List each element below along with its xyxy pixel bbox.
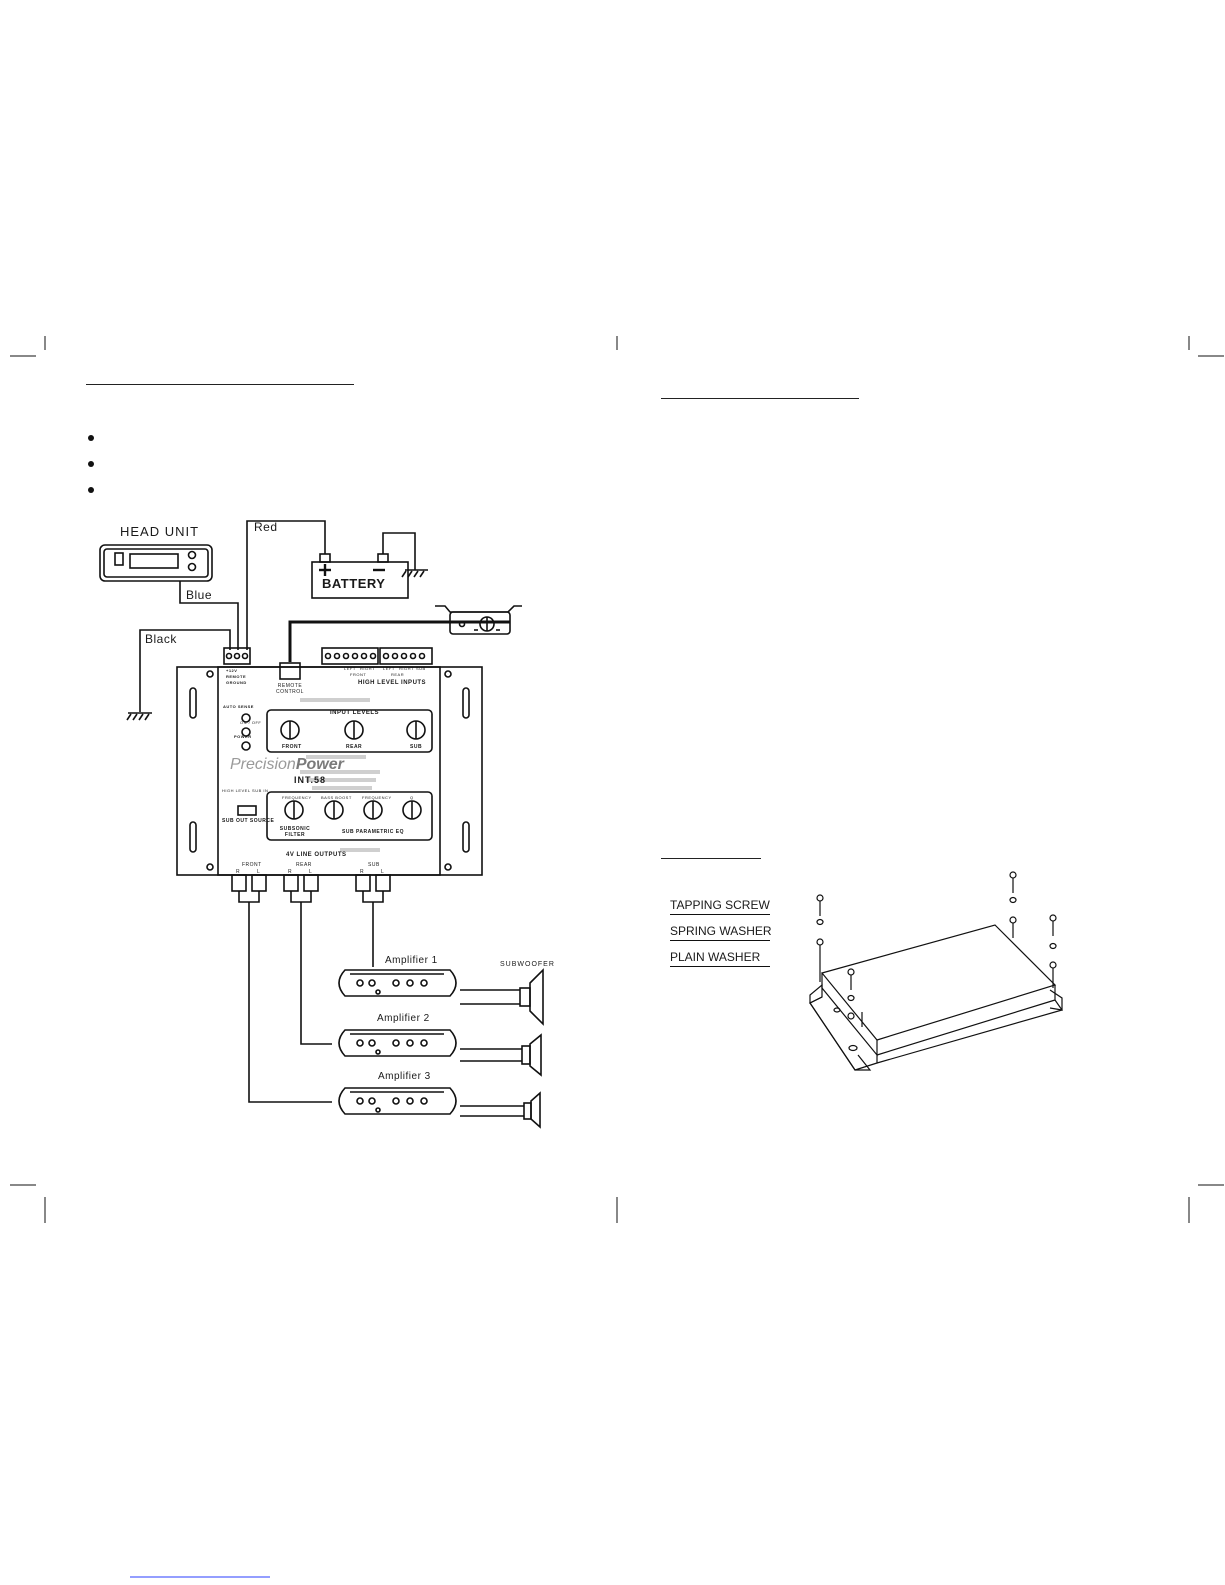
bullet-2 (88, 461, 94, 467)
hl-front-group: FRONT (350, 672, 367, 677)
out-rear-label: REAR (296, 862, 312, 868)
battery-body (311, 561, 409, 599)
eq-panel (266, 791, 433, 841)
wire-black-label: Black (145, 632, 177, 646)
out-front-label: FRONT (242, 862, 262, 868)
high-level-inputs-label: HIGH LEVEL INPUTS (358, 680, 427, 686)
out-front-l: L (257, 869, 261, 875)
terminal-12v: +12V (226, 668, 238, 673)
speaker-3 (523, 1091, 541, 1129)
amplifier-2-label: Amplifier 2 (377, 1013, 430, 1024)
terminal-ground: GROUND (226, 680, 247, 685)
ground-symbol-black (126, 712, 152, 721)
on-off-label: ON / OFF (240, 720, 262, 725)
line-outputs-label: 4V LINE OUTPUTS (286, 852, 347, 858)
battery-ground-wire (382, 532, 416, 570)
eq-frequency-1: FREQUENCY (282, 795, 312, 800)
hl-front-left: LEFT (344, 666, 356, 671)
input-levels-label: INPUT LEVELS (330, 710, 380, 716)
battery-label: BATTERY (322, 576, 386, 591)
subwoofer-speaker (519, 968, 544, 1026)
knob-rear-label: REAR (346, 744, 363, 750)
plain-washer-label: PLAIN WASHER (670, 950, 770, 967)
wiring-diagram (99, 520, 544, 1129)
amplifier-3-body (338, 1087, 457, 1115)
bullet-1 (88, 435, 94, 441)
spring-washer-label: SPRING WASHER (670, 924, 772, 941)
out-front-r: R (236, 869, 241, 875)
black-wire (139, 629, 231, 712)
head-unit-body (99, 544, 213, 582)
wire-blue-label: Blue (186, 588, 213, 602)
knob-sub-label: SUB (410, 744, 423, 750)
terminal-remote: REMOTE (226, 674, 247, 679)
hl-rear-left: LEFT (383, 666, 395, 671)
installation-heading-underline (661, 858, 761, 859)
hl-front-right: RIGHT (360, 666, 375, 671)
remote-level-box (449, 611, 511, 635)
input-levels-panel (266, 709, 433, 753)
out-rear-l: L (309, 869, 313, 875)
auto-sense-label: AUTO SENSE (223, 704, 254, 709)
screw-4 (847, 968, 855, 1020)
right-heading-underline (661, 398, 859, 399)
subsonic-filter-label: SUBSONIC FILTER (279, 826, 311, 838)
eq-bass-boost: BASS BOOST (321, 795, 352, 800)
amplifier-1-label: Amplifier 1 (385, 955, 438, 966)
section-heading-underline (86, 384, 354, 385)
red-wire (246, 520, 326, 650)
head-unit-label: HEAD UNIT (120, 524, 200, 539)
brand-logo: PrecisionPower (230, 756, 344, 773)
hl-sub-in-label: HIGH LEVEL SUB IN (222, 788, 269, 793)
hl-sub: SUB (416, 666, 426, 671)
sub-out-source-label: SUB OUT SOURCE (222, 818, 275, 824)
hl-rear-group: REAR (391, 672, 405, 677)
tapping-screw-label: TAPPING SCREW (670, 898, 770, 915)
amplifier-3-label: Amplifier 3 (378, 1071, 431, 1082)
eq-q: Q (410, 795, 414, 800)
speaker-2 (521, 1033, 542, 1077)
hl-rear-right: RIGHT (399, 666, 414, 671)
rear-rca-cable (300, 902, 332, 1045)
screw-2 (1009, 871, 1017, 938)
remote-cable (288, 620, 510, 662)
wire-red-label: Red (254, 520, 278, 534)
processor-top (820, 924, 1057, 1041)
screw-3 (1049, 914, 1057, 988)
screw-1 (816, 894, 824, 982)
eq-frequency-2: FREQUENCY (362, 795, 392, 800)
out-sub-label: SUB (368, 862, 380, 868)
out-rear-r: R (288, 869, 293, 875)
sub-parametric-eq-label: SUB PARAMETRIC EQ (342, 829, 405, 835)
amplifier-1-body (338, 969, 457, 997)
bullet-3 (88, 487, 94, 493)
ground-symbol-battery (401, 569, 428, 578)
out-sub-l: L (381, 869, 385, 875)
power-label: POWER (234, 734, 252, 739)
remote-control-label: REMOTE CONTROL (276, 683, 304, 695)
mounting-diagram (809, 871, 1063, 1071)
subwoofer-label: SUBWOOFER (500, 961, 555, 968)
amplifier-2-body (338, 1029, 457, 1057)
out-sub-r: R (360, 869, 365, 875)
model-label: INT.58 (294, 775, 327, 785)
front-rca-cable (248, 902, 332, 1103)
mounting-flange-right (1049, 989, 1063, 1011)
knob-front-label: FRONT (282, 744, 302, 750)
blue-wire (179, 581, 239, 650)
